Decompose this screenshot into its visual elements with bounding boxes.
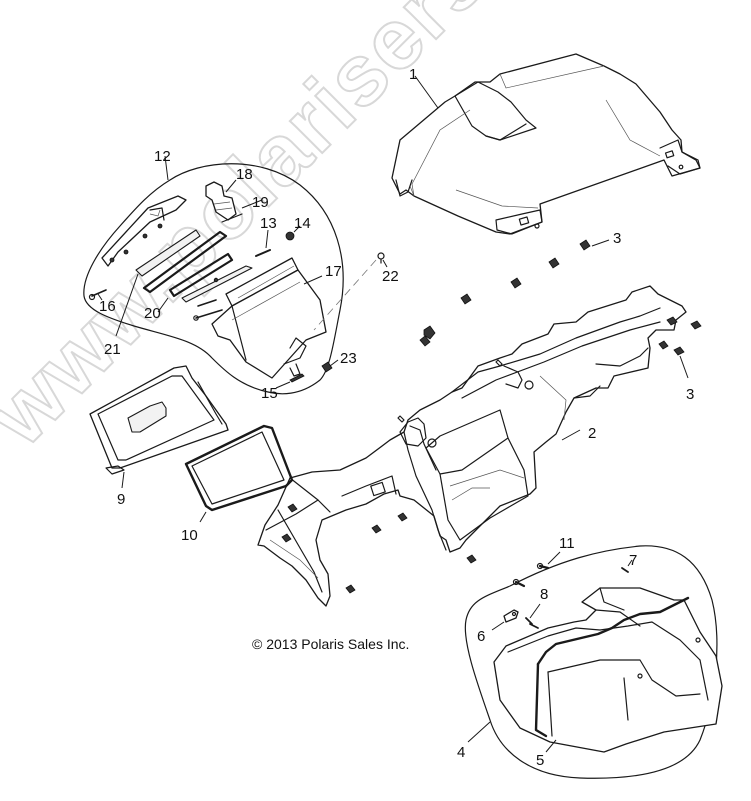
callout-label-22: 22 — [382, 268, 399, 285]
callout-label-20: 20 — [144, 305, 161, 322]
callout-label-13: 13 — [260, 215, 277, 232]
callout-label-8: 8 — [540, 586, 549, 603]
callout-label-9: 9 — [117, 491, 126, 508]
callout-label-1: 1 — [409, 66, 418, 83]
part-9-storage-door — [89, 365, 229, 489]
callout-label-2: 2 — [588, 425, 597, 442]
callout-label-16: 16 — [99, 298, 116, 315]
callout-label-12: 12 — [154, 148, 171, 165]
callout-label-21: 21 — [104, 341, 121, 358]
callout-label-3: 3 — [686, 386, 695, 403]
callout-label-10: 10 — [181, 527, 198, 544]
part-10-door-seal — [184, 424, 294, 523]
callout-label-19: 19 — [252, 194, 269, 211]
callout-label-14: 14 — [294, 215, 311, 232]
part-4-glovebox-callout-group — [464, 545, 723, 779]
callout-label-7: 7 — [629, 552, 638, 569]
part-2-clips — [281, 316, 702, 594]
part-2-main-dashboard — [257, 285, 687, 607]
callout-label-17: 17 — [325, 263, 342, 280]
part-3-clips-upper — [419, 239, 610, 347]
callout-label-23: 23 — [340, 350, 357, 367]
alignment-dashed-line — [313, 259, 377, 331]
callout-label-5: 5 — [536, 752, 545, 769]
callout-label-4: 4 — [457, 744, 466, 761]
copyright-notice: © 2013 Polaris Sales Inc. — [252, 636, 410, 652]
part-22-screw — [377, 252, 388, 268]
callout-label-18: 18 — [236, 166, 253, 183]
part-12-callout-group — [83, 155, 344, 395]
callout-label-11: 11 — [559, 535, 575, 552]
part-1-upper-cover — [391, 53, 701, 235]
callout-label-15: 15 — [261, 385, 278, 402]
callout-label-3: 3 — [613, 230, 622, 247]
callout-label-6: 6 — [477, 628, 486, 645]
